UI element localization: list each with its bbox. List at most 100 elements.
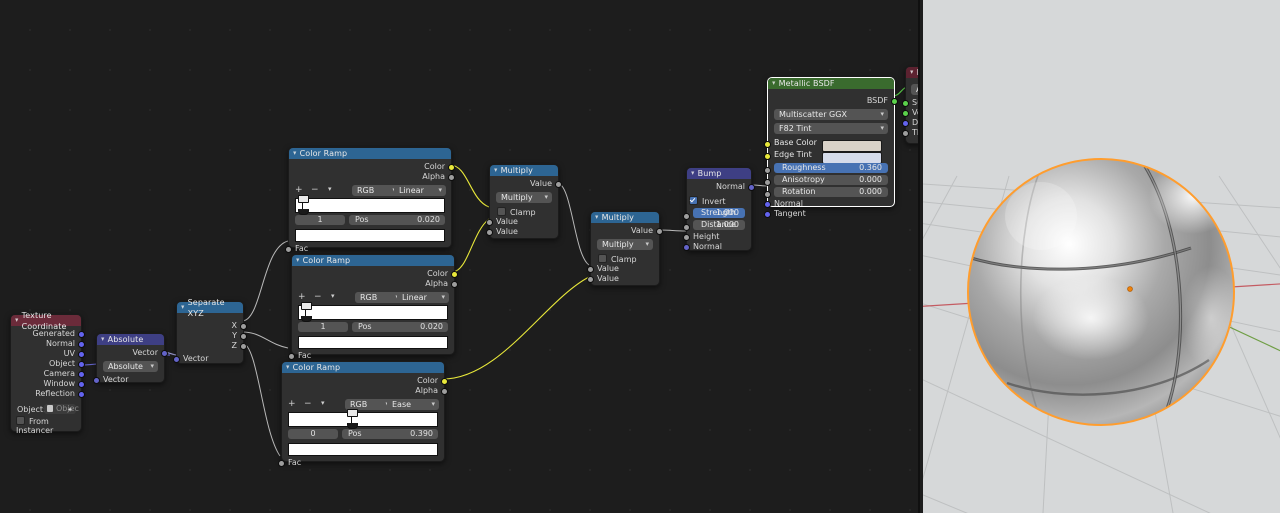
socket-surface[interactable] xyxy=(902,100,909,107)
node-material-output[interactable]: ▾ M All Surf Volu Disp Thic xyxy=(902,66,920,144)
socket-normal[interactable] xyxy=(78,341,85,348)
socket-alpha[interactable] xyxy=(441,388,448,395)
socket-row-alpha[interactable]: Alpha xyxy=(282,386,448,396)
minus-icon[interactable]: − xyxy=(314,292,322,302)
chevron-down-icon[interactable]: ▾ xyxy=(331,292,335,300)
interpolation-dropdown[interactable]: Ease ▾ xyxy=(387,399,439,410)
socket-row-reflection[interactable]: Reflection xyxy=(11,389,85,399)
socket-row-fac[interactable]: Fac xyxy=(285,244,451,254)
ramp-toolbar[interactable]: + − ▾ RGB ▾ Linear ▾ xyxy=(292,292,454,304)
socket-row-value-in-1[interactable]: Value xyxy=(486,217,558,227)
plus-icon[interactable]: + xyxy=(298,292,306,302)
socket-row-color[interactable]: Color xyxy=(289,162,455,172)
socket-row-camera[interactable]: Camera xyxy=(11,369,85,379)
chevron-down-icon[interactable]: ▾ xyxy=(691,169,695,177)
socket-value-input-2[interactable] xyxy=(486,229,493,236)
socket-row-value-in-2[interactable]: Value xyxy=(486,227,558,237)
color-ramp-gradient[interactable] xyxy=(288,409,438,429)
chevron-down-icon[interactable]: ▾ xyxy=(772,79,776,87)
node-texture-coordinate[interactable]: ▾ Texture Coordinate Generated Normal UV… xyxy=(10,311,85,435)
socket-anisotropy[interactable] xyxy=(764,179,771,186)
roughness-slider[interactable]: Roughness 0.360 xyxy=(774,163,888,173)
base-color-swatch[interactable] xyxy=(822,140,882,152)
edge-tint-row[interactable]: Edge Tint xyxy=(764,149,894,164)
ramp-toolbar[interactable]: + − ▾ RGB ▾ Linear ▾ xyxy=(289,185,451,197)
chevron-down-icon[interactable]: ▾ xyxy=(544,193,548,201)
chevron-down-icon[interactable]: ▾ xyxy=(286,363,290,371)
eyedropper-icon[interactable]: ✦ xyxy=(67,406,73,414)
object-picker[interactable]: Objec ✦ xyxy=(44,404,79,414)
chevron-down-icon[interactable]: ▾ xyxy=(293,149,297,157)
ramp-pos-field[interactable]: Pos 0.390 xyxy=(342,429,438,439)
ramp-stop-color-swatch[interactable] xyxy=(298,336,448,349)
color-mode-dropdown[interactable]: RGB ▾ xyxy=(352,185,400,196)
socket-volume[interactable] xyxy=(902,110,909,117)
socket-row-color[interactable]: Color xyxy=(282,376,448,386)
node-math-multiply-2[interactable]: ▾ Multiply Value Multiply ▾ Clamp Value xyxy=(587,211,663,286)
clamp-checkbox[interactable] xyxy=(497,207,506,216)
distribution-dropdown[interactable]: Multiscatter GGX ▾ xyxy=(774,109,888,120)
socket-reflection[interactable] xyxy=(78,391,85,398)
node-header[interactable]: ▾ Multiply xyxy=(591,212,659,223)
socket-row-color[interactable]: Color xyxy=(292,269,458,279)
plus-icon[interactable]: + xyxy=(288,399,296,409)
shader-editor-area[interactable]: ▾ Texture Coordinate Generated Normal UV… xyxy=(0,0,920,513)
node-header[interactable]: ▾ Color Ramp xyxy=(289,148,451,159)
socket-color[interactable] xyxy=(441,378,448,385)
socket-normal-input[interactable] xyxy=(764,201,771,208)
ramp-pos-field[interactable]: Pos 0.020 xyxy=(349,215,445,225)
socket-row-fac[interactable]: Fac xyxy=(278,458,444,468)
clamp-row[interactable]: Clamp xyxy=(591,253,659,264)
socket-value-output[interactable] xyxy=(656,228,663,235)
socket-z[interactable] xyxy=(240,343,247,350)
chevron-down-icon[interactable]: ▾ xyxy=(296,256,300,264)
socket-row-alpha[interactable]: Alpha xyxy=(292,279,458,289)
node-header[interactable]: ▾ Bump xyxy=(687,168,751,179)
socket-row-object[interactable]: Object xyxy=(11,359,85,369)
chevron-down-icon[interactable]: ▾ xyxy=(15,316,19,324)
node-header[interactable]: ▾ Color Ramp xyxy=(282,362,444,373)
socket-row-displacement[interactable]: Disp xyxy=(902,118,920,128)
socket-row-normal[interactable]: Normal xyxy=(764,199,894,209)
ramp-index-field[interactable]: 1 xyxy=(298,322,348,332)
socket-row-normal[interactable]: Normal xyxy=(11,339,85,349)
socket-row-thickness[interactable]: Thic xyxy=(902,128,920,138)
node-header[interactable]: ▾ Separate XYZ xyxy=(177,298,243,318)
node-metallic-bsdf[interactable]: ▾ Metallic BSDF BSDF Multiscatter GGX ▾ … xyxy=(764,77,898,218)
socket-row-normal-in[interactable]: Normal xyxy=(683,242,751,252)
ramp-index-field[interactable]: 1 xyxy=(295,215,345,225)
socket-value-input-1[interactable] xyxy=(486,219,493,226)
ramp-stop-handle[interactable] xyxy=(301,302,312,322)
chevron-down-icon[interactable]: ▾ xyxy=(441,293,445,301)
minus-icon[interactable]: − xyxy=(311,185,319,195)
socket-distance[interactable] xyxy=(683,224,690,231)
socket-window[interactable] xyxy=(78,381,85,388)
ramp-stop-color-swatch[interactable] xyxy=(288,443,438,456)
socket-row-vector-in[interactable]: Vector xyxy=(173,354,243,364)
fresnel-dropdown[interactable]: F82 Tint ▾ xyxy=(774,123,888,134)
socket-row-window[interactable]: Window xyxy=(11,379,85,389)
node-header[interactable]: ▾ Color Ramp xyxy=(292,255,454,266)
socket-row-bsdf[interactable]: BSDF xyxy=(768,96,898,106)
socket-roughness[interactable] xyxy=(764,167,771,174)
operation-dropdown[interactable]: Multiply ▾ xyxy=(496,192,552,203)
socket-row-normal-out[interactable]: Normal xyxy=(687,182,755,192)
socket-bsdf-output[interactable] xyxy=(891,98,898,105)
node-math-multiply-1[interactable]: ▾ Multiply Value Multiply ▾ Clamp Value xyxy=(486,164,562,239)
chevron-down-icon[interactable]: ▾ xyxy=(181,303,185,311)
node-header[interactable]: ▾ Multiply xyxy=(490,165,558,176)
ramp-stop-handle[interactable] xyxy=(298,195,309,215)
color-ramp-gradient[interactable] xyxy=(298,302,448,322)
ramp-index-field[interactable]: 0 xyxy=(288,429,338,439)
socket-vector-input[interactable] xyxy=(93,377,100,384)
socket-row-x[interactable]: X xyxy=(177,321,247,331)
socket-alpha[interactable] xyxy=(451,281,458,288)
socket-x[interactable] xyxy=(240,323,247,330)
socket-uv[interactable] xyxy=(78,351,85,358)
chevron-down-icon[interactable]: ▾ xyxy=(431,400,435,408)
socket-value-input-1[interactable] xyxy=(587,266,594,273)
from-instancer-row[interactable]: From Instancer xyxy=(11,415,81,435)
interpolation-dropdown[interactable]: Linear ▾ xyxy=(397,292,449,303)
socket-row-volume[interactable]: Volu xyxy=(902,108,920,118)
socket-normal-input[interactable] xyxy=(683,244,690,251)
